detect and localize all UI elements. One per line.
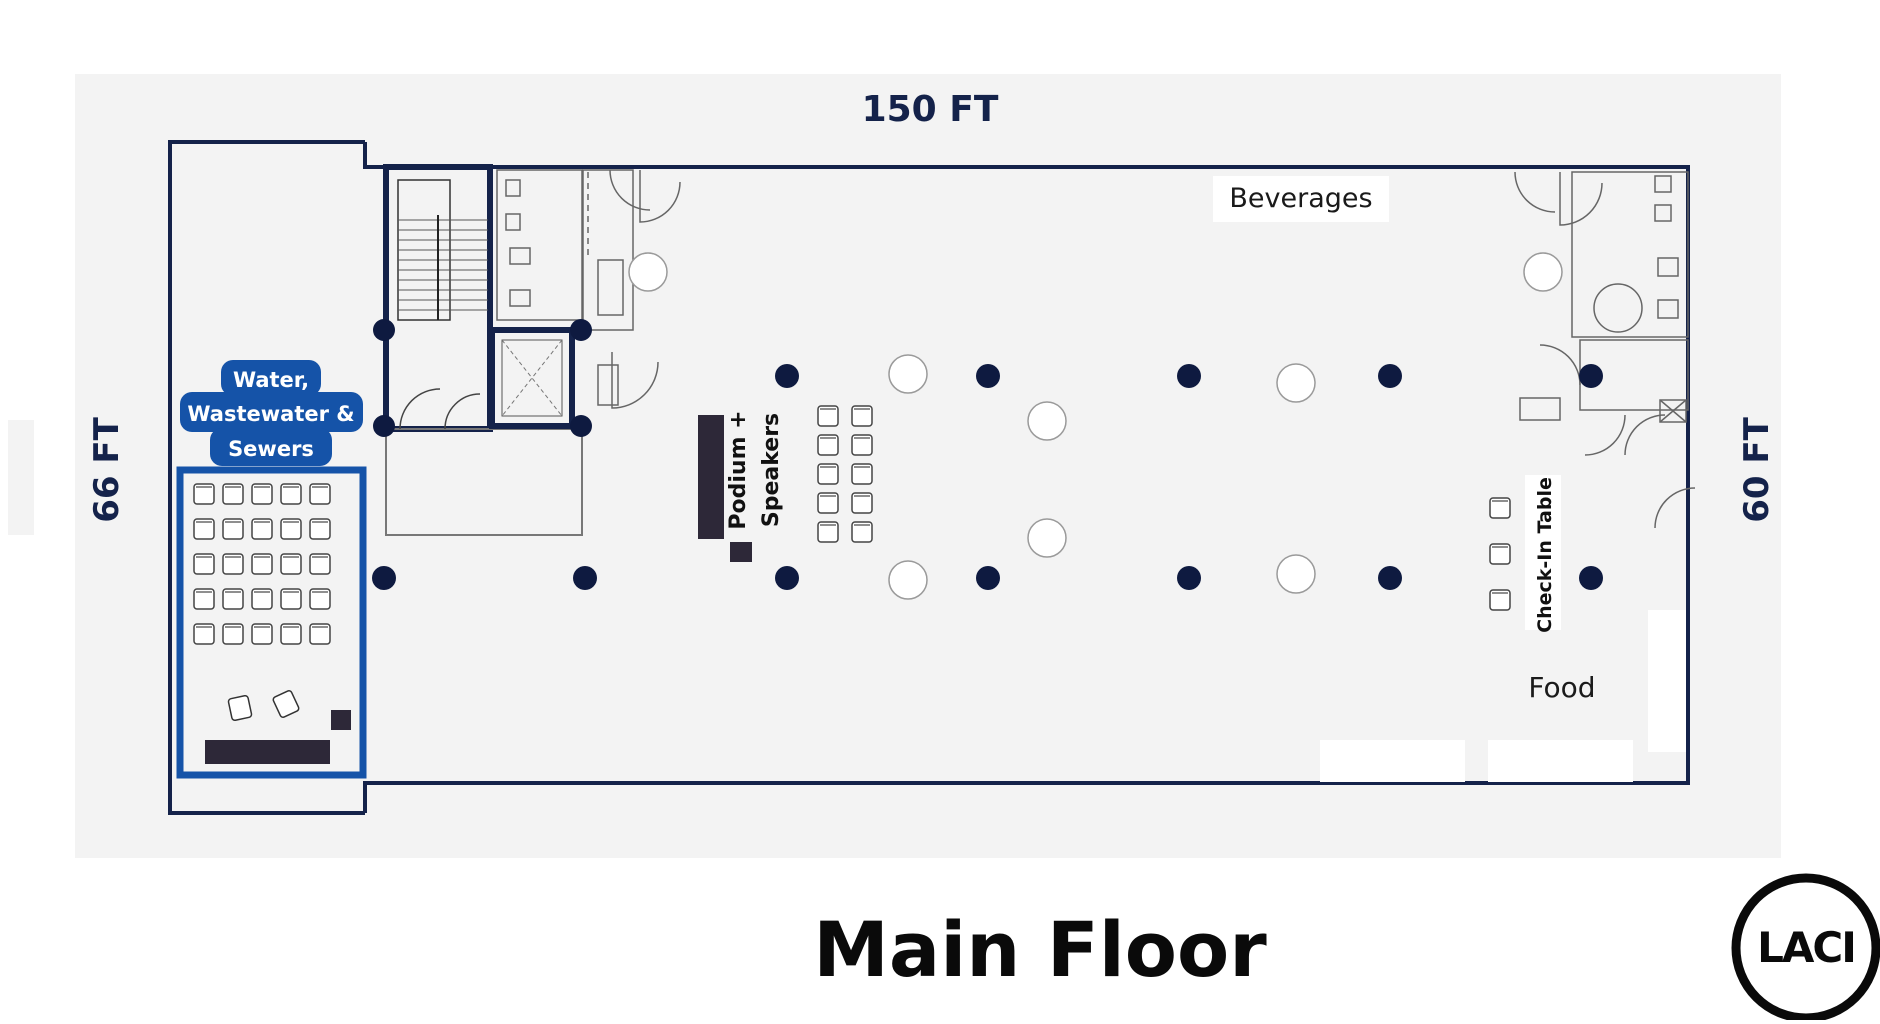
beverages-label-bg	[1213, 176, 1389, 222]
cocktail-tables	[628, 252, 1563, 600]
chair	[280, 518, 302, 540]
speaker-box	[730, 542, 752, 562]
dimension-left: 66 FT	[87, 416, 127, 522]
chair	[193, 588, 215, 610]
chair	[280, 483, 302, 505]
chair	[309, 483, 331, 505]
stair-door-swing-2	[444, 393, 481, 430]
chair	[851, 463, 873, 485]
stair-landing	[385, 428, 583, 536]
chair	[193, 518, 215, 540]
check-in-label-bg	[1525, 475, 1561, 630]
chair	[851, 434, 873, 456]
ghost-block	[8, 420, 34, 535]
chair	[851, 405, 873, 427]
room-label-line1: Water,	[233, 368, 309, 392]
chair	[309, 553, 331, 575]
chair	[851, 492, 873, 514]
service-counter-1	[1320, 740, 1465, 782]
chair	[251, 588, 273, 610]
chair	[309, 588, 331, 610]
chair	[1489, 543, 1511, 565]
check-in-chairs	[1489, 497, 1511, 611]
chair	[280, 553, 302, 575]
chair	[193, 623, 215, 645]
service-counter-2	[1488, 740, 1633, 782]
chair	[222, 483, 244, 505]
highlighted-room: Water, Wastewater & Sewers	[176, 360, 367, 779]
restrooms-right	[1514, 171, 1696, 529]
podium-label-line2: Speakers	[759, 413, 784, 527]
room-label-line3: Sewers	[228, 437, 314, 461]
chair	[193, 483, 215, 505]
chair	[309, 518, 331, 540]
chair	[817, 521, 839, 543]
chair	[193, 553, 215, 575]
room-label-tab-3	[210, 428, 332, 466]
chair	[222, 518, 244, 540]
chair	[251, 553, 273, 575]
chair	[251, 623, 273, 645]
outer-walls	[168, 140, 1690, 815]
room-armchair-1	[227, 694, 253, 722]
chair	[222, 553, 244, 575]
chair	[309, 623, 331, 645]
chair	[280, 588, 302, 610]
service-counter-3	[1648, 610, 1686, 752]
chair	[280, 623, 302, 645]
chair	[851, 521, 873, 543]
beverages-label: Beverages	[1229, 183, 1372, 214]
food-label: Food	[1528, 671, 1595, 704]
chair	[1489, 589, 1511, 611]
logo-ring	[1731, 873, 1880, 1023]
room-label-tab-2	[180, 392, 363, 432]
stair-core	[383, 164, 583, 536]
chair	[251, 518, 273, 540]
restrooms-left	[496, 169, 681, 409]
room-label-line2: Wastewater &	[187, 402, 354, 426]
chair	[817, 434, 839, 456]
chair	[222, 623, 244, 645]
chair	[817, 492, 839, 514]
center-chairs	[817, 405, 873, 543]
room-table	[205, 740, 330, 764]
stair-door-swing-1	[399, 388, 441, 430]
elevator-car	[501, 339, 563, 417]
logo-text: LACI	[1757, 923, 1855, 972]
stair-treads	[398, 219, 488, 311]
room-label-tab-1	[221, 360, 321, 396]
podium-label: Podium + Speakers	[726, 410, 784, 529]
elevator-shaft	[489, 327, 575, 429]
dimension-right: 60 FT	[1737, 416, 1777, 522]
structural-columns	[372, 319, 1603, 590]
room-chairs	[193, 483, 331, 645]
room-speaker	[331, 710, 351, 730]
chair	[817, 463, 839, 485]
check-in-label: Check-In Table	[1534, 477, 1556, 633]
chair	[251, 483, 273, 505]
room-armchair-2	[272, 690, 300, 718]
podium-label-line1: Podium +	[726, 410, 751, 529]
dimension-top: 150 FT	[862, 89, 999, 130]
elevator-cross-1	[501, 339, 563, 417]
podium	[698, 415, 724, 539]
chair	[222, 588, 244, 610]
elevator-cross-2	[501, 339, 563, 417]
chair	[817, 405, 839, 427]
page-title: Main Floor	[813, 905, 1267, 994]
chair	[1489, 497, 1511, 519]
laci-logo: LACI	[1731, 873, 1880, 1023]
